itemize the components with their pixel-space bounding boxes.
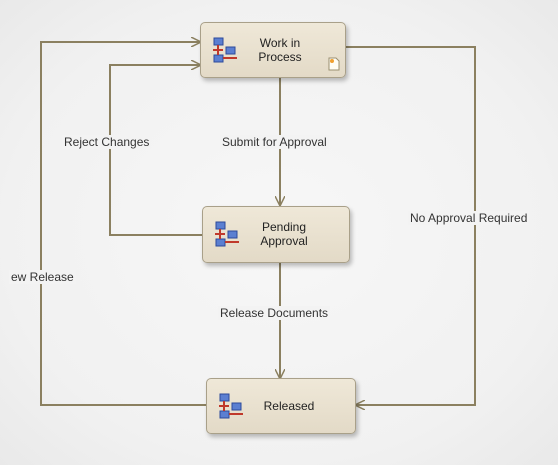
- document-icon: [328, 57, 340, 71]
- transition-label-reject-changes[interactable]: Reject Changes: [62, 135, 152, 149]
- workflow-state-icon: [215, 221, 239, 247]
- transition-label-no-approval-required[interactable]: No Approval Required: [408, 211, 530, 225]
- state-label: Pending Approval: [260, 220, 308, 248]
- transition-label-new-release[interactable]: ew Release: [9, 270, 76, 284]
- no-approval-required-line: [346, 46, 476, 405]
- state-label: Released: [263, 399, 315, 413]
- transition-label-submit-for-approval[interactable]: Submit for Approval: [220, 135, 329, 149]
- state-work-in-process[interactable]: Work in Process: [200, 22, 346, 78]
- state-released[interactable]: Released: [206, 378, 356, 434]
- state-pending-approval[interactable]: Pending Approval: [202, 206, 350, 263]
- workflow-state-icon: [219, 393, 243, 419]
- workflow-state-icon: [213, 37, 237, 63]
- reject-changes-line: [109, 65, 202, 236]
- transition-label-release-documents[interactable]: Release Documents: [218, 306, 331, 320]
- new-release-line: [40, 42, 206, 406]
- state-label: Work in Process: [258, 36, 302, 64]
